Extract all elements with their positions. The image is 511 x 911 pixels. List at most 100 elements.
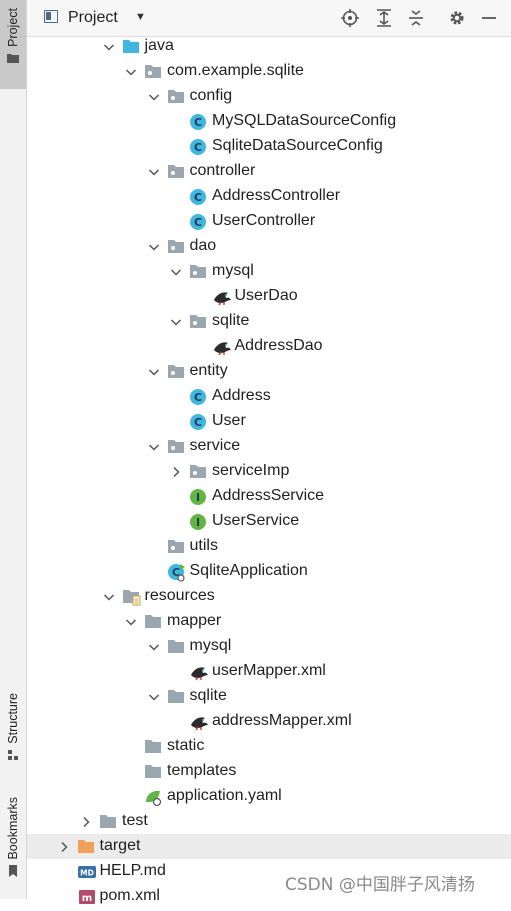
tree-item-label: UserController — [212, 212, 316, 229]
chevron-down-icon[interactable] — [170, 315, 182, 327]
source-folder-icon — [122, 38, 140, 56]
chevron-down-icon[interactable] — [148, 640, 160, 652]
svg-text:I: I — [196, 516, 200, 529]
structure-icon — [8, 749, 18, 760]
chevron-down-icon[interactable] — [103, 40, 115, 52]
chevron-down-icon[interactable] — [148, 440, 160, 452]
watermark: CSDN @中国胖子风清扬 — [285, 875, 475, 895]
class-icon: C — [189, 413, 207, 431]
spring-config-icon — [144, 788, 162, 807]
chevron-right-icon[interactable] — [58, 840, 70, 853]
structure-tool-tab[interactable]: Structure — [0, 693, 26, 778]
tree-row[interactable]: config — [27, 84, 511, 109]
chevron-down-icon[interactable] — [148, 165, 160, 177]
tree-item-label: target — [99, 837, 141, 854]
tree-row[interactable]: mysql — [27, 259, 511, 284]
tree-item-label: SqliteDataSourceConfig — [212, 137, 383, 154]
svg-text:C: C — [194, 391, 202, 404]
bookmarks-tool-tab[interactable]: Bookmarks — [0, 797, 26, 892]
tree-item-label: controller — [189, 162, 256, 179]
tree-row[interactable]: mapper — [27, 609, 511, 634]
tree-row[interactable]: C UserController — [27, 209, 511, 234]
tree-item-label: mapper — [167, 612, 222, 629]
project-tool-tab[interactable]: Project — [0, 0, 26, 89]
chevron-down-icon[interactable] — [148, 365, 160, 377]
tree-row[interactable]: sqlite — [27, 309, 511, 334]
svg-text:C: C — [194, 216, 202, 229]
tree-row[interactable]: mysql — [27, 634, 511, 659]
project-view-selector[interactable]: Project — [68, 9, 118, 26]
collapse-all-icon[interactable] — [406, 8, 426, 28]
tree-item-label: resources — [144, 587, 215, 604]
tree-row[interactable]: static — [27, 734, 511, 759]
tree-row[interactable]: userMapper.xml — [27, 659, 511, 684]
package-icon — [189, 263, 207, 281]
svg-text:I: I — [196, 491, 200, 504]
tree-row[interactable]: application.yaml — [27, 784, 511, 809]
tree-row[interactable]: I AddressService — [27, 484, 511, 509]
tree-row[interactable]: utils — [27, 534, 511, 559]
tree-row[interactable]: java — [27, 34, 511, 59]
tree-item-label: addressMapper.xml — [212, 712, 352, 729]
tree-row[interactable]: addressMapper.xml — [27, 709, 511, 734]
gear-icon[interactable] — [447, 8, 467, 28]
chevron-right-icon[interactable] — [170, 465, 182, 478]
tree-item-label: UserService — [212, 512, 300, 529]
tree-row[interactable]: serviceImp — [27, 459, 511, 484]
tree-item-label: java — [144, 37, 174, 54]
tool-window-strip: Project Structure Bookmarks — [0, 0, 27, 899]
tree-row[interactable]: test — [27, 809, 511, 834]
tree-row[interactable]: entity — [27, 359, 511, 384]
tree-item-label: serviceImp — [212, 462, 290, 479]
chevron-down-icon[interactable] — [148, 90, 160, 102]
excluded-folder-icon — [77, 838, 95, 856]
tree-item-label: service — [189, 437, 241, 454]
mybatis-mapper-icon — [212, 338, 231, 356]
tree-item-label: pom.xml — [99, 887, 160, 904]
chevron-down-icon[interactable] — [125, 615, 137, 627]
chevron-down-icon[interactable] — [125, 65, 137, 77]
tree-row[interactable]: sqlite — [27, 684, 511, 709]
tree-row[interactable]: I UserService — [27, 509, 511, 534]
chevron-down-icon[interactable] — [148, 690, 160, 702]
package-icon — [167, 438, 185, 456]
tree-row[interactable]: UserDao — [27, 284, 511, 309]
tree-row[interactable]: target — [27, 834, 511, 859]
tree-row[interactable]: C User — [27, 409, 511, 434]
folder-icon — [99, 813, 117, 831]
tree-row[interactable]: com.example.sqlite — [27, 59, 511, 84]
chevron-down-icon[interactable]: ▼ — [135, 11, 146, 23]
mybatis-mapper-icon — [212, 288, 231, 306]
target-icon[interactable] — [340, 8, 360, 28]
package-icon — [189, 463, 207, 481]
tree-row[interactable]: C Address — [27, 384, 511, 409]
tree-row[interactable]: templates — [27, 759, 511, 784]
svg-text:C: C — [194, 416, 202, 429]
tree-item-label: AddressService — [212, 487, 325, 504]
project-header: Project ▼ — [27, 0, 511, 37]
class-icon: C — [189, 113, 207, 131]
mybatis-xml-icon — [189, 713, 208, 731]
tree-item-label: sqlite — [189, 687, 227, 704]
tree-row[interactable]: resources — [27, 584, 511, 609]
tree-row[interactable]: AddressDao — [27, 334, 511, 359]
tree-row[interactable]: service — [27, 434, 511, 459]
tree-row[interactable]: dao — [27, 234, 511, 259]
tree-row[interactable]: controller — [27, 159, 511, 184]
maven-pom-icon: m — [77, 888, 95, 906]
chevron-down-icon[interactable] — [103, 590, 115, 602]
minimize-icon[interactable] — [479, 8, 499, 28]
chevron-down-icon[interactable] — [170, 265, 182, 277]
chevron-down-icon[interactable] — [148, 240, 160, 252]
chevron-right-icon[interactable] — [80, 815, 92, 828]
tree-item-label: application.yaml — [167, 787, 282, 804]
tree-item-label: Address — [212, 387, 271, 404]
expand-all-icon[interactable] — [374, 8, 394, 28]
tree-item-label: User — [212, 412, 246, 429]
